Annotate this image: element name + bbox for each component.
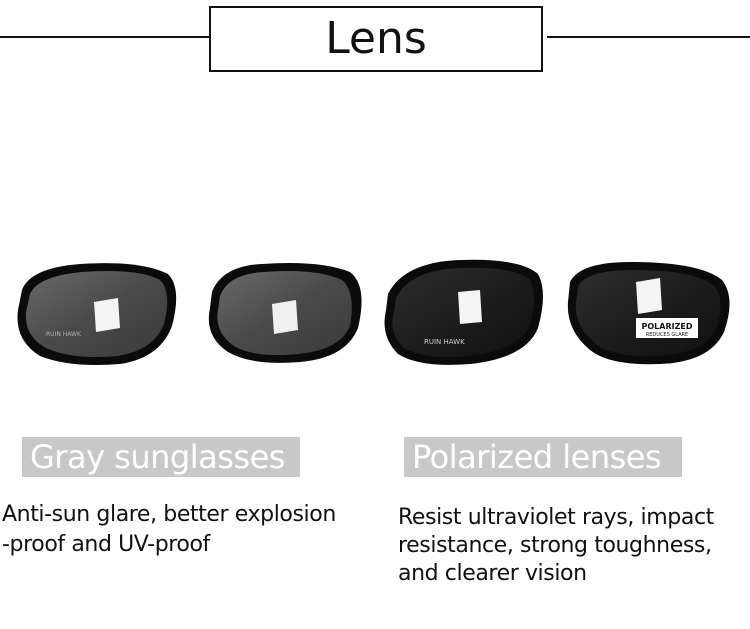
gray-desc-line: -proof and UV-proof — [2, 532, 210, 557]
title-box: Lens — [209, 6, 543, 72]
gray-desc-line: Anti-sun glare, better explosion — [2, 502, 336, 527]
polarized-desc-line: and clearer vision — [398, 561, 587, 586]
lens-4-badge-top: POLARIZED — [642, 322, 693, 331]
polarized-lenses-label-text: Polarized lenses — [412, 438, 662, 476]
page-title: Lens — [325, 13, 427, 64]
lens-1-brand: RUIN HAWK — [46, 331, 82, 338]
gray-sunglasses-description: Anti-sun glare, better explosion -proof … — [2, 500, 382, 560]
polarized-desc-line: resistance, strong toughness, — [398, 533, 712, 558]
lens-gray-2 — [208, 263, 362, 363]
lens-gray-1: RUIN HAWK — [17, 263, 177, 365]
header-line-right — [547, 36, 750, 38]
lens-row: RUIN HAWK RUIN HAWK POLARIZED REDUCES GL… — [0, 240, 750, 390]
lens-illustrations: RUIN HAWK RUIN HAWK POLARIZED REDUCES GL… — [17, 259, 730, 365]
polarized-desc-line: Resist ultraviolet rays, impact — [398, 505, 714, 530]
polarized-lenses-label: Polarized lenses — [404, 437, 682, 477]
lens-3-brand: RUIN HAWK — [424, 338, 465, 346]
gray-sunglasses-label-text: Gray sunglasses — [30, 438, 285, 476]
polarized-lenses-description: Resist ultraviolet rays, impact resistan… — [398, 504, 748, 588]
lens-polarized-1: RUIN HAWK — [384, 259, 543, 365]
lens-polarized-2: POLARIZED REDUCES GLARE — [567, 262, 730, 365]
gray-sunglasses-label: Gray sunglasses — [22, 437, 300, 477]
header-line-left — [0, 36, 210, 38]
lens-4-badge-bottom: REDUCES GLARE — [646, 332, 688, 338]
